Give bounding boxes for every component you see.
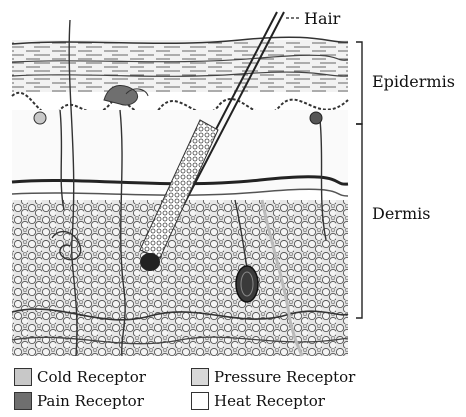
epidermis-label: Epidermis: [372, 72, 455, 91]
legend-label-pain: Pain Receptor: [37, 392, 144, 410]
pain-receptor-swatch: [14, 392, 32, 410]
hair-label: Hair: [304, 9, 341, 28]
legend-label-heat: Heat Receptor: [214, 392, 325, 410]
legend-label-pressure: Pressure Receptor: [214, 368, 355, 386]
cold-receptor-marker: [34, 112, 46, 124]
receptor-marker: [310, 112, 322, 124]
dermis-label: Dermis: [372, 204, 430, 223]
hair-bulb: [140, 253, 160, 271]
legend: Cold Receptor Pressure Receptor Pain Rec…: [14, 366, 394, 414]
pressure-receptor-swatch: [191, 368, 209, 386]
legend-item-heat: Heat Receptor: [191, 390, 325, 412]
legend-item-pressure: Pressure Receptor: [191, 366, 355, 388]
dermis-bracket: [356, 124, 362, 318]
epidermis-layer: [12, 37, 348, 116]
dermis-layer: [12, 110, 348, 356]
legend-label-cold: Cold Receptor: [37, 368, 146, 386]
cold-receptor-swatch: [14, 368, 32, 386]
epidermis-bracket: [356, 42, 362, 124]
pressure-receptor-marker: [236, 266, 258, 302]
legend-item-cold: Cold Receptor: [14, 366, 146, 388]
heat-receptor-swatch: [191, 392, 209, 410]
legend-item-pain: Pain Receptor: [14, 390, 144, 412]
